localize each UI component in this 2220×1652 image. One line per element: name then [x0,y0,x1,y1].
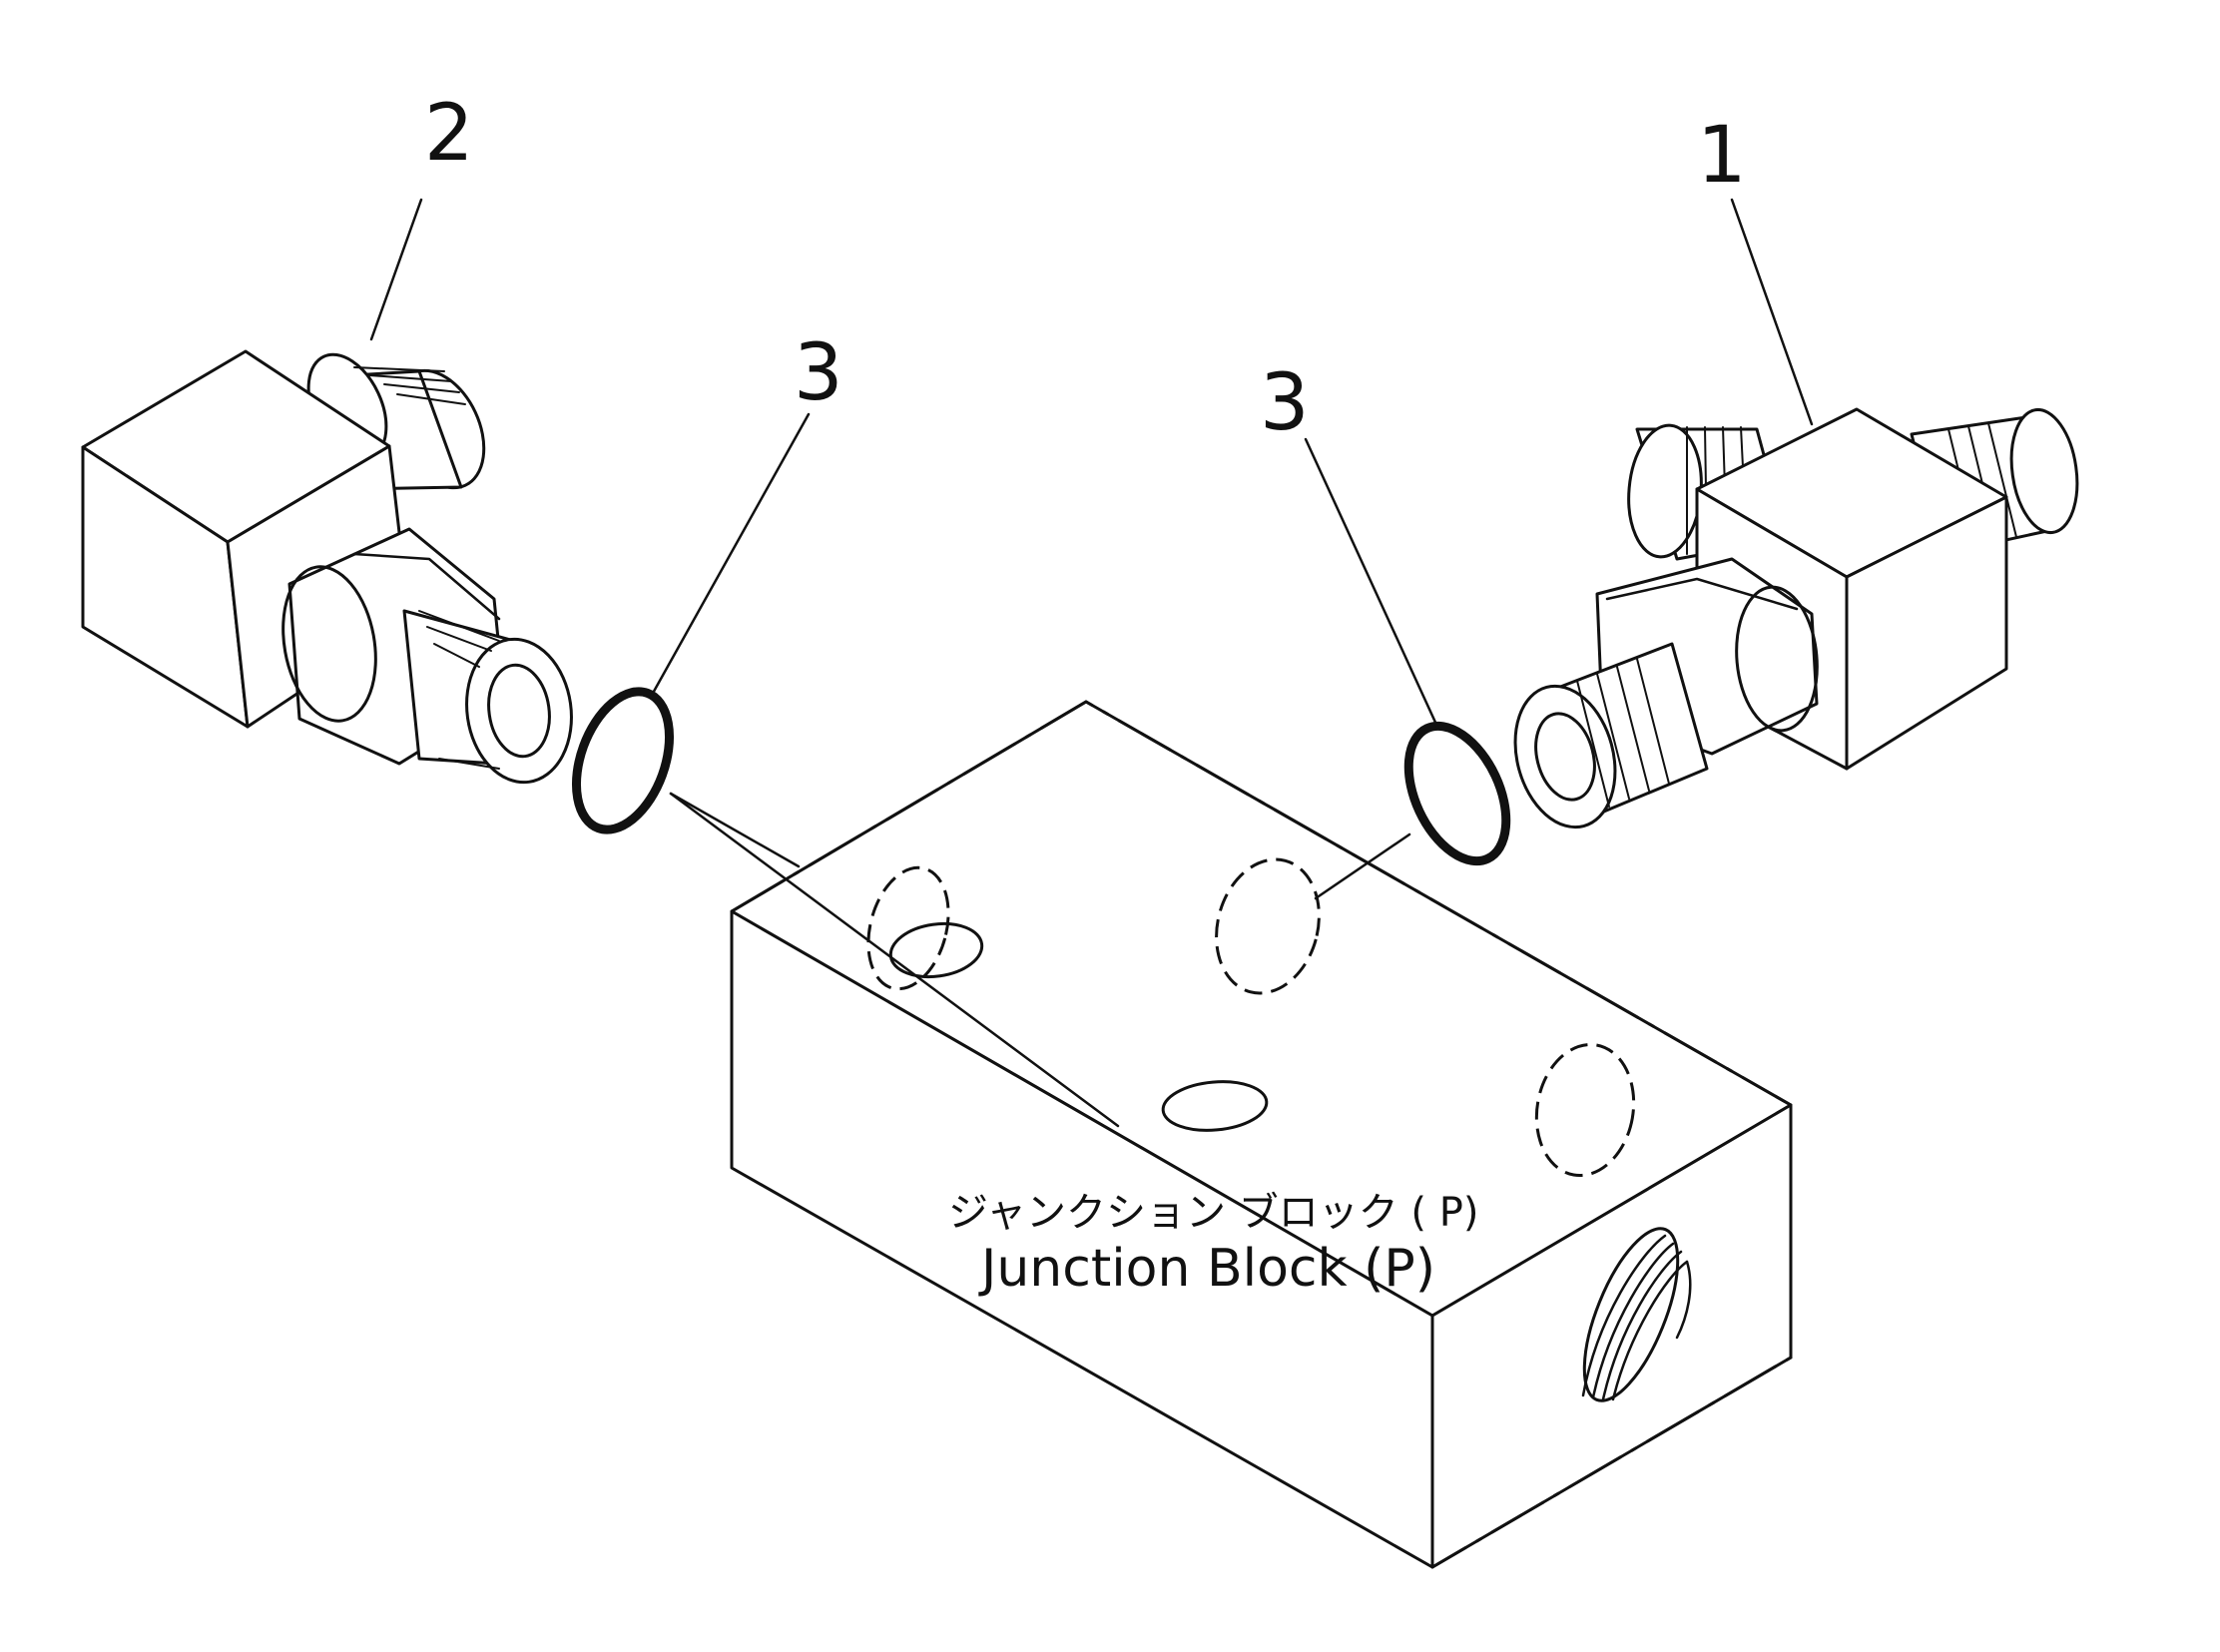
o-ring-right [1403,721,1511,866]
threaded-side-port [1581,1227,1692,1402]
junction-block: ジャンクション ブロック ( P) Junction Block (P) [669,700,1793,1569]
fitting-2-threaded-end [402,609,573,785]
elbow-fitting-2 [81,349,573,785]
callout-number-2: 2 [424,89,474,179]
leader-line-2 [369,198,423,341]
callout-number-3-left: 3 [794,328,843,418]
callout-number-3-right: 3 [1260,358,1310,448]
leader-line-1 [1730,198,1814,426]
junction-block-label-jp: ジャンクション ブロック ( P) [948,1190,1478,1236]
junction-block-phantom-top [731,700,1792,1107]
fitting-1-body-side [1845,495,2008,771]
centerline-o-ring-left [669,792,801,868]
port-hidden-left [866,865,950,991]
fitting-1-threaded-end [1513,642,1709,829]
callout-number-1: 1 [1697,111,1747,201]
port-hidden-right [1534,1042,1636,1178]
o-ring-left [571,687,675,834]
centerline-o-ring-right [1314,832,1411,900]
port-visible-center [1161,1080,1269,1132]
leader-line-3-left [649,412,811,699]
junction-block-phantom-right [1431,1105,1793,1569]
tee-fitting-1 [1513,407,2079,829]
port-hidden-middle [1215,857,1321,995]
port-visible-left [888,921,984,979]
centerline-left-port [669,792,1120,1128]
junction-block-label-en: Junction Block (P) [978,1239,1435,1299]
leader-line-3-right [1304,437,1439,729]
